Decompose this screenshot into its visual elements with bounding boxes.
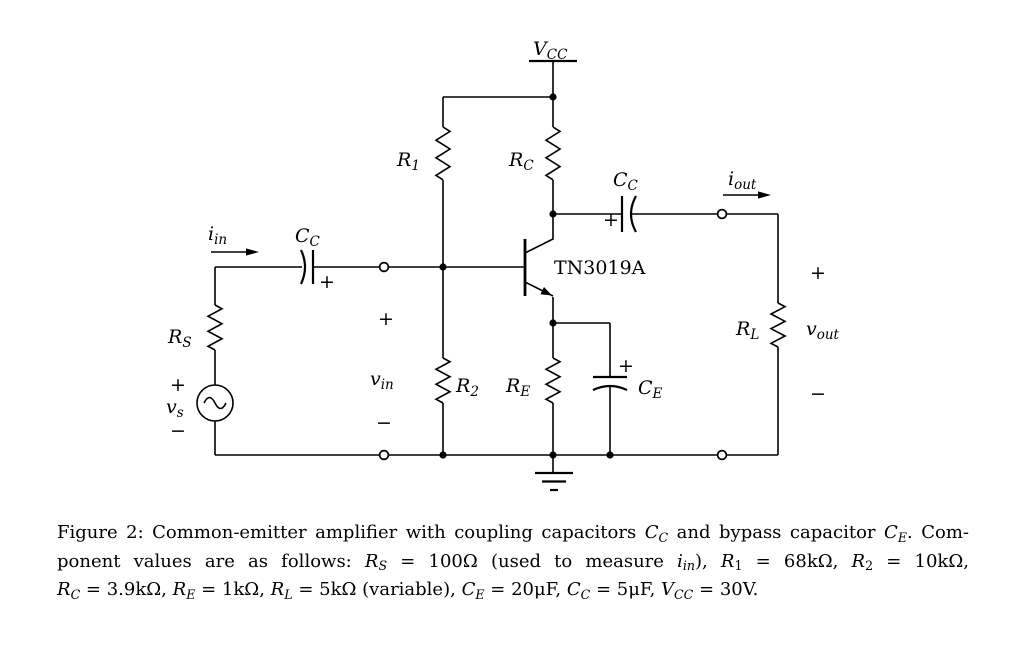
vin-plus-sign: +: [378, 308, 394, 330]
input-terminal-bottom: [378, 449, 390, 461]
sine-icon: [203, 396, 227, 410]
emitter-arrow-icon: [540, 287, 552, 296]
resistor-r2: [434, 357, 452, 404]
rc-label: RC: [508, 149, 534, 174]
transistor-npn: [523, 214, 554, 297]
rl-label: RL: [735, 318, 759, 343]
open-terminals: [378, 208, 728, 461]
output-terminal-bottom: [716, 449, 728, 461]
cc-in-label: CC: [295, 225, 321, 250]
vin-minus-sign: −: [376, 412, 392, 434]
ce-plus-sign: +: [618, 355, 634, 377]
junction-dots: [439, 93, 614, 459]
resistor-rl: [769, 302, 787, 348]
capacitor-cc-in: [299, 249, 315, 285]
r1-label: R1: [396, 149, 420, 174]
transistor-collector: [524, 214, 554, 254]
vout-minus-sign: −: [810, 383, 826, 405]
rs-label: RS: [167, 326, 192, 351]
resistor-rs: [206, 304, 224, 351]
vout-plus-sign: +: [810, 262, 826, 284]
transistor-label: TN3019A: [554, 257, 646, 279]
output-terminal-top: [716, 208, 728, 220]
vs-plus-sign: +: [170, 374, 186, 396]
resistor-re: [544, 357, 562, 404]
caption-line: ponent values are as follows: RS = 100Ω …: [57, 550, 969, 574]
vout-label: vout: [806, 318, 840, 343]
ac-source-vs: [196, 384, 234, 422]
re-label: RE: [505, 375, 530, 400]
capacitor-ce: [592, 375, 628, 392]
capacitor-cc-out: [620, 195, 637, 233]
caption-line: Figure 2: Common-emitter amplifier with …: [57, 522, 970, 545]
figure-caption: Figure 2: Common-emitter amplifier with …: [57, 519, 969, 605]
caption-line: RC = 3.9kΩ, RE = 1kΩ, RL = 5kΩ (variable…: [57, 579, 759, 602]
input-terminal-top: [378, 261, 390, 273]
ground-icon: [535, 455, 573, 492]
vs-label: vs: [166, 396, 184, 421]
vcc-label: VCC: [533, 38, 568, 63]
r2-label: R2: [455, 375, 479, 400]
cc-out-plus-sign: +: [603, 209, 619, 231]
vin-label: vin: [370, 368, 394, 393]
iin-label: iin: [208, 223, 227, 248]
wires: [214, 59, 779, 456]
cc-out-label: CC: [613, 169, 639, 194]
iout-label: iout: [728, 168, 757, 193]
resistor-r1: [434, 126, 452, 181]
iout-arrow-icon: [723, 191, 771, 199]
vs-minus-sign: −: [170, 420, 186, 442]
cc-in-plus-sign: +: [319, 271, 335, 293]
circuit-diagram: VCC R1 RC CC + iout TN3019A iin CC + RS …: [166, 38, 840, 492]
ce-label: CE: [638, 377, 663, 402]
resistor-rc: [544, 126, 562, 181]
iin-arrow-icon: [211, 248, 259, 256]
